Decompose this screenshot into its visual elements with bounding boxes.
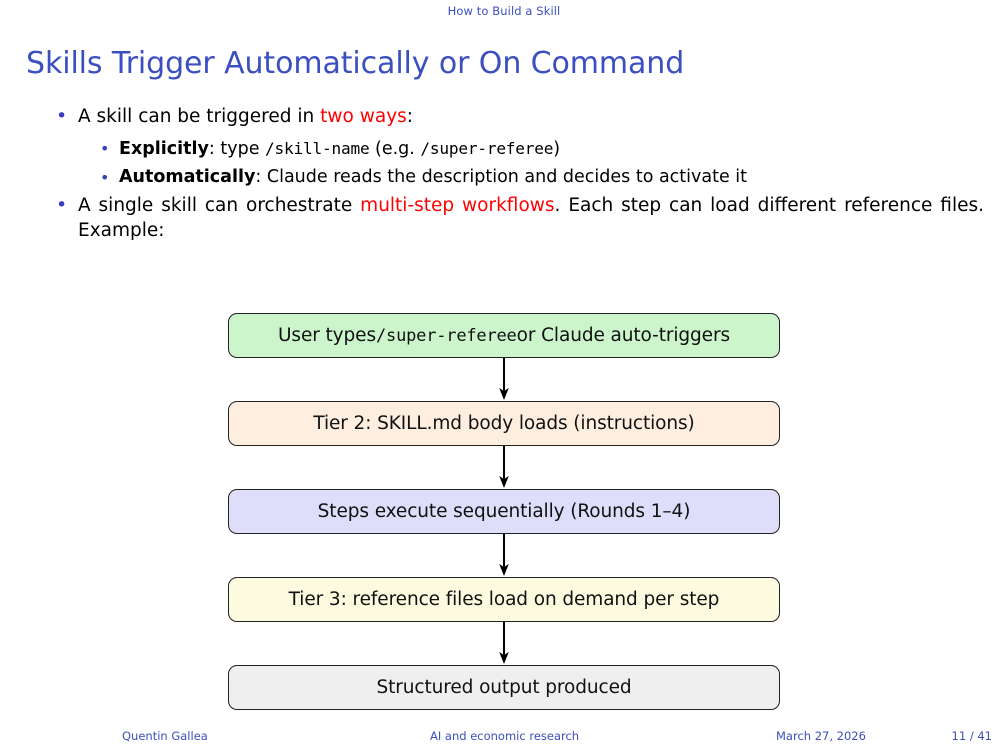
- bullet-text-before: A skill can be triggered in: [78, 106, 321, 127]
- sub-bullet-text-before: type: [220, 139, 266, 159]
- flow-node-code: /super-referee: [375, 325, 517, 346]
- flow-node-text-before: User types: [277, 325, 376, 346]
- sub-bullet-item-automatically: • Automatically: Claude reads the descri…: [0, 165, 1008, 190]
- flow-arrow-down-icon: [228, 534, 780, 577]
- flow-node-tier2: Tier 2: SKILL.md body loads (instruction…: [228, 401, 780, 446]
- sub-bullet-marker-icon: •: [100, 168, 110, 187]
- sub-bullet-marker-icon: •: [100, 139, 110, 158]
- bullet-marker-icon: •: [56, 105, 68, 127]
- sub-bullet-separator: :: [208, 139, 221, 159]
- footer-institute: AI and economic research: [430, 729, 580, 743]
- flow-node-text-before: Tier 2: SKILL.md body loads (instruction…: [313, 413, 695, 434]
- bullet-text-after: :: [406, 106, 414, 127]
- flow-arrow-down-icon: [228, 446, 780, 489]
- footer-date: March 27, 2026: [776, 729, 866, 743]
- bullet-text: A single skill can orchestrate multi-ste…: [78, 193, 1008, 243]
- bullet-text: A skill can be triggered in two ways:: [78, 104, 1008, 129]
- flow-node-text-before: Structured output produced: [376, 677, 632, 698]
- bullet-text-before: A single skill can orchestrate: [78, 195, 361, 216]
- running-header-title: How to Build a Skill: [447, 4, 561, 18]
- slide-footer: Quentin Gallea AI and economic research …: [0, 729, 1008, 747]
- flow-node-text-before: Steps execute sequentially (Rounds 1–4): [317, 501, 691, 522]
- flow-node-text-after: or Claude auto-triggers: [516, 325, 731, 346]
- bullet-text-highlight: multi-step workflows: [360, 195, 555, 216]
- flow-arrow-down-icon: [228, 622, 780, 665]
- bullet-marker-icon: •: [56, 194, 68, 216]
- sub-bullet-separator: :: [255, 167, 267, 187]
- bullet-text-after: . Each step can load different reference…: [78, 195, 984, 241]
- flow-node-tier3: Tier 3: reference files load on demand p…: [228, 577, 780, 622]
- slide-title: Skills Trigger Automatically or On Comma…: [26, 46, 685, 81]
- sub-bullet-code-super-referee: /super-referee: [420, 139, 554, 158]
- bullet-item-trigger-ways: • A skill can be triggered in two ways: …: [0, 104, 1008, 190]
- slide-body: • A skill can be triggered in two ways: …: [0, 104, 1008, 243]
- sub-bullet-text-after: ): [553, 139, 561, 159]
- flow-node-user-trigger: User types /super-referee or Claude auto…: [228, 313, 780, 358]
- bullet-item-multi-step: • A single skill can orchestrate multi-s…: [0, 193, 1008, 243]
- flow-node-steps-execute: Steps execute sequentially (Rounds 1–4): [228, 489, 780, 534]
- flow-node-structured-output: Structured output produced: [228, 665, 780, 710]
- footer-author: Quentin Gallea: [122, 729, 208, 743]
- sub-bullet-text: Explicitly: type /skill-name (e.g. /supe…: [119, 136, 1008, 162]
- bullet-text-highlight: two ways: [320, 106, 407, 127]
- flow-arrow-down-icon: [228, 358, 780, 401]
- bullet-list: • A skill can be triggered in two ways: …: [0, 104, 1008, 243]
- sub-bullet-label: Automatically: [119, 167, 256, 187]
- sub-bullet-item-explicitly: • Explicitly: type /skill-name (e.g. /su…: [0, 136, 1008, 162]
- footer-page-number: 11 / 41: [951, 729, 992, 743]
- sub-bullet-text: Automatically: Claude reads the descript…: [119, 165, 1008, 190]
- sub-bullet-code-skill-name: /skill-name: [265, 139, 370, 158]
- sub-bullet-label: Explicitly: [119, 139, 209, 159]
- sub-bullet-text-mid: (e.g.: [369, 139, 421, 159]
- sub-bullet-list: • Explicitly: type /skill-name (e.g. /su…: [0, 136, 1008, 190]
- flow-node-text-before: Tier 3: reference files load on demand p…: [288, 589, 720, 610]
- sub-bullet-text-before: Claude reads the description and decides…: [266, 167, 748, 187]
- flowchart: User types /super-referee or Claude auto…: [228, 313, 780, 710]
